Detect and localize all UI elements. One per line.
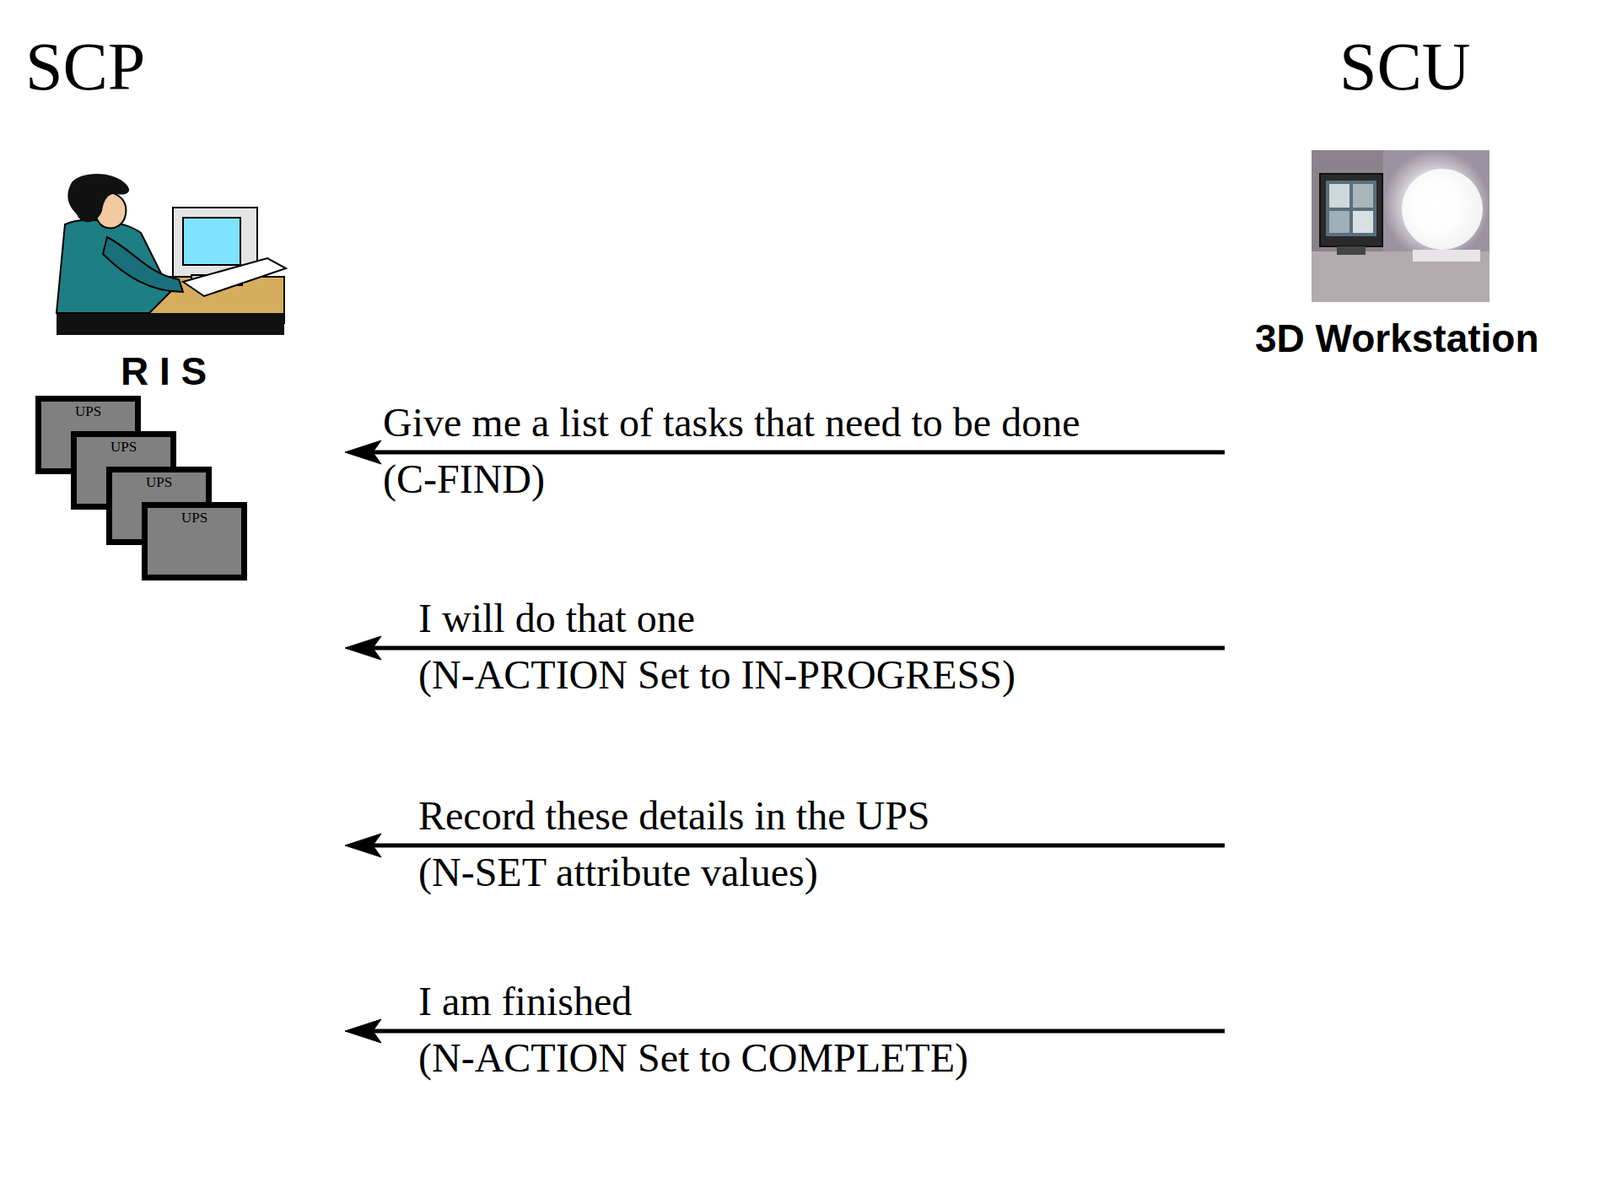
ups-label: UPS <box>112 472 206 491</box>
monitor-screen <box>183 217 241 265</box>
screen-image <box>1352 183 1374 208</box>
screen-image <box>1329 183 1350 208</box>
gantry-bore <box>1401 168 1483 250</box>
ups-label: UPS <box>147 507 242 527</box>
ups-box: UPS <box>141 501 248 581</box>
ups-label: UPS <box>41 401 135 421</box>
message-command: (C-FIND) <box>382 457 545 502</box>
arm <box>102 237 184 292</box>
message-text: Record these details in the UPS <box>418 793 931 839</box>
hair <box>67 173 130 222</box>
arrowhead <box>344 833 382 857</box>
monitor-stand <box>1336 246 1366 255</box>
arrowhead <box>344 635 382 660</box>
message-arrow <box>354 843 1225 848</box>
screen-image <box>1329 210 1350 233</box>
torso <box>56 220 171 313</box>
photo-ground <box>1311 150 1490 302</box>
message-arrows <box>344 440 1225 1043</box>
arrowhead <box>344 440 382 464</box>
desk-base <box>56 312 285 335</box>
role-heading: SCU <box>1339 32 1471 101</box>
role-heading: SCP <box>25 32 146 101</box>
system-name: 3D Workstation <box>1255 318 1540 358</box>
screen-image <box>1352 210 1374 233</box>
message-command: (N-ACTION Set to COMPLETE) <box>418 1035 969 1081</box>
monitor <box>1319 173 1383 247</box>
message-arrow <box>354 1028 1225 1034</box>
ups-label: UPS <box>76 436 171 456</box>
message-arrow <box>354 646 1225 651</box>
ris-illustration <box>56 173 286 335</box>
workstation-illustration <box>1311 150 1490 302</box>
message-arrow <box>354 450 1225 455</box>
system-name: R I S <box>120 351 207 391</box>
monitor-screen <box>1325 180 1377 237</box>
paper <box>183 258 286 297</box>
message-text: I will do that one <box>418 596 695 642</box>
message-command: (N-SET attribute values) <box>418 850 819 895</box>
message-command: (N-ACTION Set to IN-PROGRESS) <box>418 652 1016 698</box>
gantry-glow <box>1383 150 1490 260</box>
patient-table <box>1412 249 1481 262</box>
message-text: Give me a list of tasks that need to be … <box>382 400 1080 446</box>
message-text: I am finished <box>418 979 632 1024</box>
arrowhead <box>344 1018 382 1043</box>
